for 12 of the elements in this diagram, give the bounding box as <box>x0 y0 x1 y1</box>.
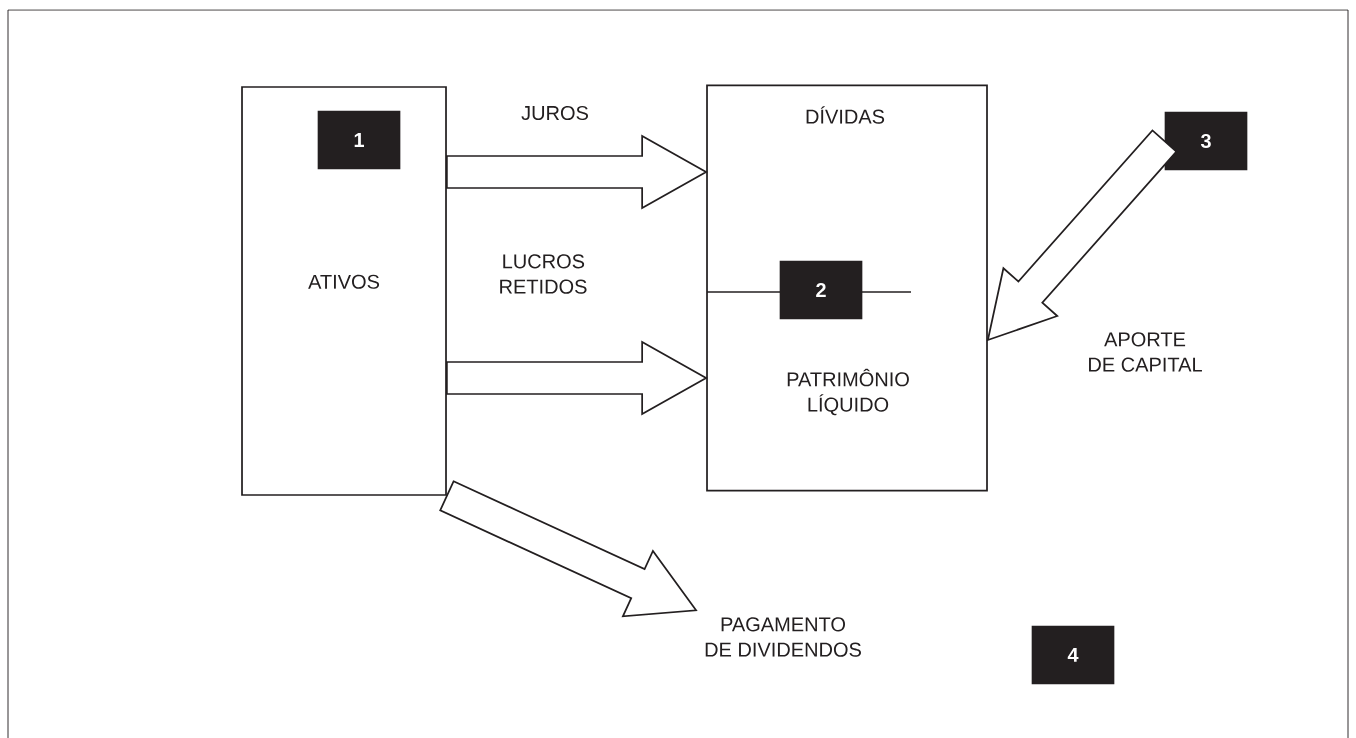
number-badge: 2 <box>779 260 863 320</box>
edge-label: JUROS <box>521 105 588 121</box>
block-arrow <box>439 480 698 618</box>
number-badge: 1 <box>317 110 401 170</box>
block-arrow <box>986 129 1178 342</box>
number-badge: 4 <box>1031 625 1115 685</box>
block-arrow <box>446 340 708 416</box>
edge-label: APORTE DE CAPITAL <box>1089 332 1202 372</box>
edge-label: LUCROS RETIDOS <box>500 254 587 294</box>
block-arrow <box>446 134 708 210</box>
flow-label: PAGAMENTO DE DIVIDENDOS <box>705 617 861 657</box>
number-badge: 3 <box>1164 111 1248 171</box>
